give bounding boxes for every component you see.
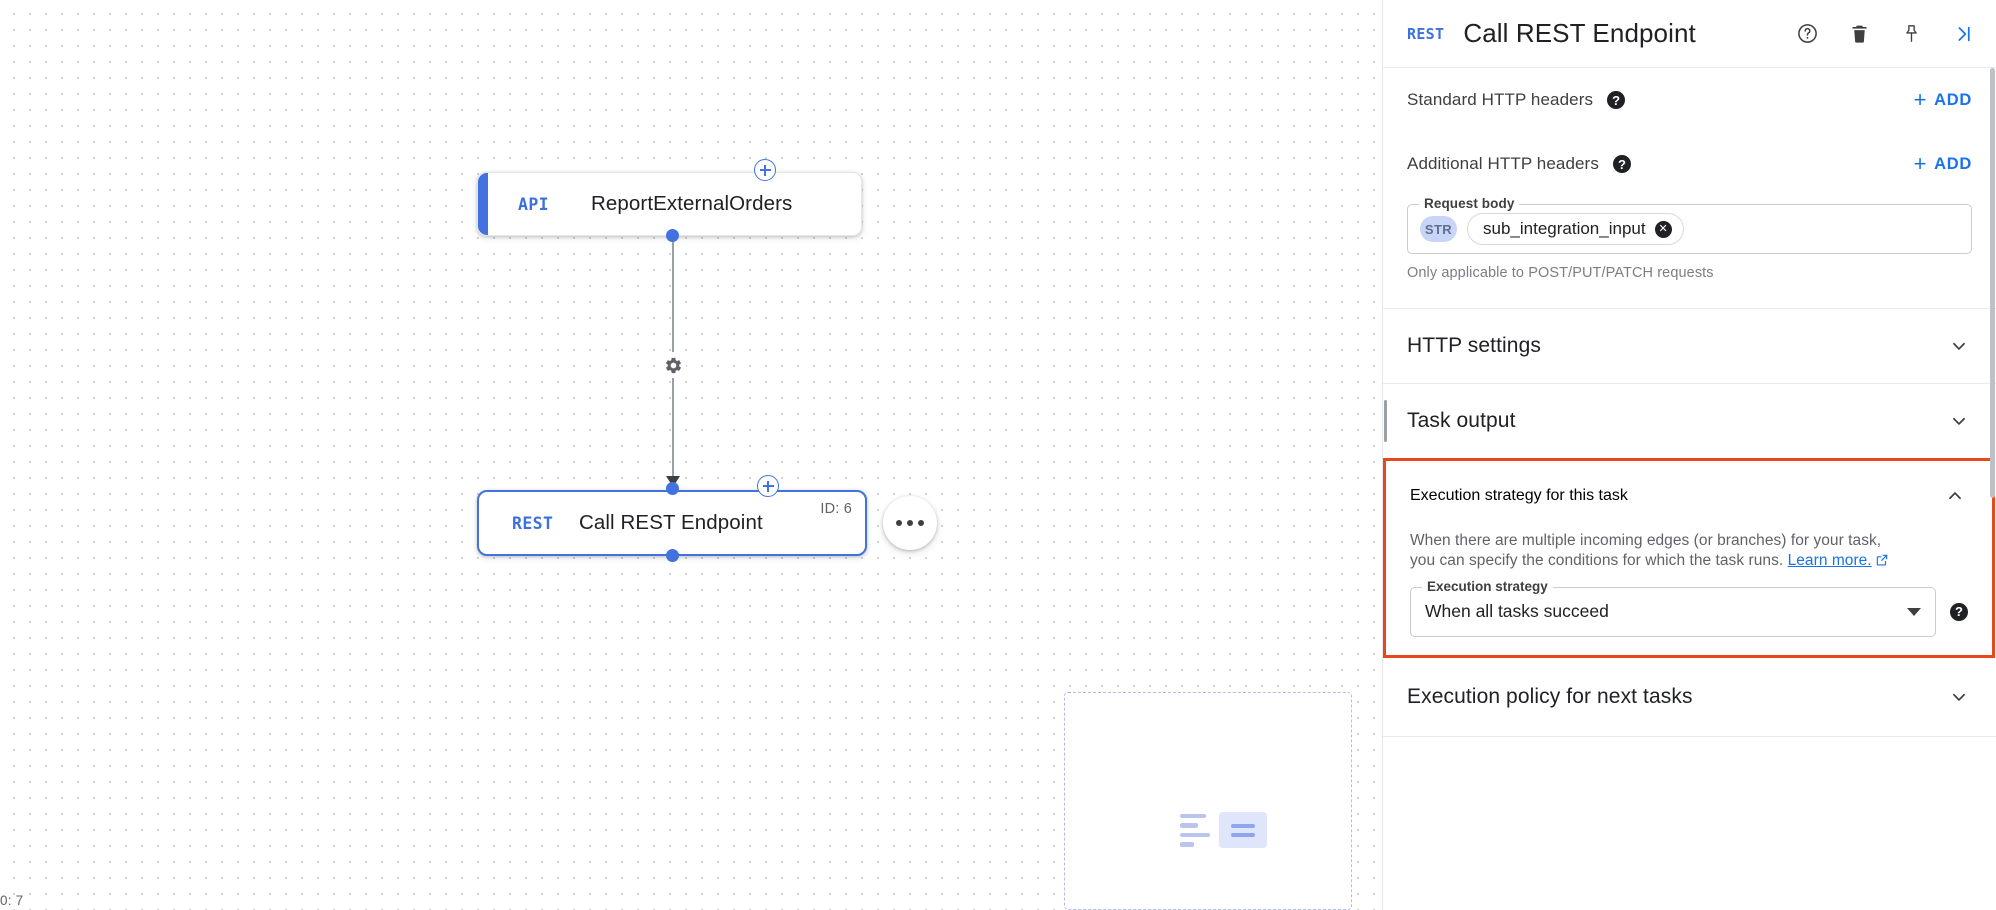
execution-strategy-section-highlight: Execution strategy for this task When th… bbox=[1383, 458, 1995, 658]
chevron-up-icon[interactable] bbox=[1944, 485, 1966, 507]
section-title: HTTP settings bbox=[1407, 334, 1541, 357]
execution-strategy-description: When there are multiple incoming edges (… bbox=[1386, 531, 1992, 573]
integration-canvas[interactable]: API ReportExternalOrders REST Call REST … bbox=[0, 0, 1382, 910]
placeholder-square bbox=[1219, 812, 1267, 848]
section-execution-policy[interactable]: Execution policy for next tasks bbox=[1383, 658, 1996, 736]
add-additional-header-button[interactable]: + ADD bbox=[1914, 153, 1972, 175]
standard-http-headers-label: Standard HTTP headers bbox=[1407, 90, 1594, 109]
section-http-settings[interactable]: HTTP settings bbox=[1383, 309, 1996, 383]
node-type-badge: REST bbox=[512, 513, 554, 533]
help-icon[interactable]: ? bbox=[1950, 602, 1968, 621]
delete-icon[interactable] bbox=[1846, 21, 1872, 47]
placeholder-bars bbox=[1180, 813, 1210, 847]
variable-name: sub_integration_input bbox=[1483, 219, 1646, 238]
panel-scrollbar[interactable] bbox=[1989, 68, 1996, 910]
execution-strategy-legend: Execution strategy bbox=[1422, 578, 1553, 594]
help-icon[interactable]: ? bbox=[1607, 91, 1626, 109]
standard-http-headers-row: Standard HTTP headers ? + ADD bbox=[1383, 68, 1996, 132]
request-body-hint: Only applicable to POST/PUT/PATCH reques… bbox=[1407, 265, 1714, 281]
collapse-panel-icon[interactable] bbox=[1950, 21, 1976, 47]
node-more-options-icon[interactable] bbox=[883, 496, 937, 550]
request-body-legend: Request body bbox=[1419, 196, 1520, 211]
divider bbox=[1383, 735, 1996, 737]
section-title: Task output bbox=[1407, 409, 1516, 432]
panel-header: REST Call REST Endpoint bbox=[1383, 0, 1996, 68]
variable-type-chip: STR bbox=[1420, 216, 1457, 242]
node-title: Call REST Endpoint bbox=[579, 511, 763, 534]
learn-more-link[interactable]: Learn more. bbox=[1787, 551, 1872, 569]
pin-icon[interactable] bbox=[1898, 21, 1924, 47]
description-line-1: When there are multiple incoming edges (… bbox=[1410, 532, 1882, 549]
execution-strategy-row: Execution strategy When all tasks succee… bbox=[1410, 578, 1968, 637]
scrollbar-thumb[interactable] bbox=[1990, 68, 1995, 498]
node-type-badge: API bbox=[518, 194, 550, 214]
divider bbox=[1383, 308, 1996, 309]
chevron-down-icon[interactable] bbox=[1948, 410, 1970, 432]
section-title: Execution strategy for this task bbox=[1410, 487, 1628, 504]
execution-strategy-value: When all tasks succeed bbox=[1425, 601, 1609, 622]
additional-http-headers-label: Additional HTTP headers bbox=[1407, 154, 1599, 173]
panel-title: Call REST Endpoint bbox=[1463, 18, 1696, 48]
edge-arrowhead-icon bbox=[666, 476, 680, 487]
node-id-label: ID: 6 bbox=[820, 501, 852, 517]
add-node-plus-icon[interactable] bbox=[757, 475, 779, 497]
add-label: ADD bbox=[1934, 90, 1972, 109]
description-line-2: you can specify the conditions for which… bbox=[1410, 551, 1784, 569]
scroll-indicator bbox=[1384, 400, 1387, 442]
divider bbox=[1383, 383, 1996, 384]
drop-target-placeholder[interactable] bbox=[1064, 692, 1352, 910]
section-task-output[interactable]: Task output bbox=[1383, 384, 1996, 458]
task-node-rest[interactable]: REST Call REST Endpoint ID: 6 bbox=[477, 490, 867, 556]
placeholder-illustration-icon bbox=[1180, 812, 1267, 848]
dot bbox=[918, 520, 924, 526]
node-title: ReportExternalOrders bbox=[591, 192, 793, 215]
canvas-status-text: 0: 7 bbox=[0, 893, 24, 908]
panel-body[interactable]: Standard HTTP headers ? + ADD Additional… bbox=[1383, 68, 1996, 910]
panel-header-actions bbox=[1794, 21, 1976, 47]
additional-http-headers-row: Additional HTTP headers ? + ADD bbox=[1383, 132, 1996, 196]
section-execution-strategy[interactable]: Execution strategy for this task bbox=[1386, 461, 1992, 531]
add-label: ADD bbox=[1934, 154, 1972, 173]
help-icon[interactable]: ? bbox=[1612, 155, 1631, 173]
node-output-port[interactable] bbox=[666, 229, 679, 242]
request-body-input[interactable]: Request body STR sub_integration_input ✕ bbox=[1407, 196, 1972, 254]
node-input-port[interactable] bbox=[666, 482, 679, 495]
node-accent-bar bbox=[478, 173, 488, 235]
request-body-variable-chip[interactable]: sub_integration_input ✕ bbox=[1467, 213, 1684, 245]
dot bbox=[907, 520, 913, 526]
dot bbox=[896, 520, 902, 526]
add-standard-header-button[interactable]: + ADD bbox=[1914, 89, 1972, 111]
task-config-panel: REST Call REST Endpoint bbox=[1382, 0, 1996, 910]
add-node-plus-icon[interactable] bbox=[754, 159, 776, 181]
request-body-field-wrap: Request body STR sub_integration_input ✕ bbox=[1383, 196, 1996, 254]
execution-strategy-field-wrap: Execution strategy When all tasks succee… bbox=[1386, 573, 1992, 655]
plus-icon: + bbox=[1913, 151, 1928, 176]
execution-strategy-select[interactable]: Execution strategy When all tasks succee… bbox=[1410, 578, 1936, 637]
chevron-down-icon[interactable] bbox=[1948, 686, 1970, 708]
node-output-port[interactable] bbox=[666, 549, 679, 562]
section-title: Execution policy for next tasks bbox=[1407, 684, 1693, 708]
chevron-down-icon[interactable] bbox=[1907, 607, 1921, 616]
chevron-down-icon[interactable] bbox=[1948, 335, 1970, 357]
help-icon[interactable] bbox=[1794, 21, 1820, 47]
plus-icon: + bbox=[1913, 87, 1928, 112]
edge-condition-gear-icon[interactable] bbox=[660, 352, 686, 378]
panel-task-type-badge: REST bbox=[1407, 24, 1445, 43]
external-link-icon[interactable] bbox=[1875, 553, 1889, 573]
task-node-api[interactable]: API ReportExternalOrders bbox=[477, 172, 862, 236]
close-icon[interactable]: ✕ bbox=[1654, 220, 1672, 238]
